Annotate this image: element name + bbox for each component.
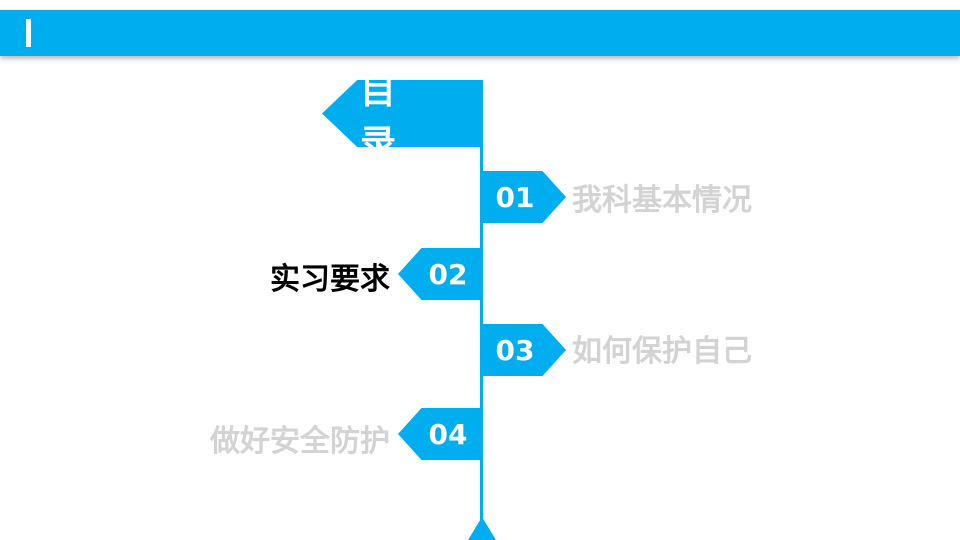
timeline-line [480, 80, 483, 525]
toc-number-02: 02 [428, 257, 468, 291]
header-accent-mark [26, 19, 31, 47]
toc-number-01: 01 [495, 180, 535, 214]
timeline-arrow-icon [468, 517, 496, 540]
toc-item-01-label[interactable]: 我科基本情况 [572, 183, 752, 218]
header-bar [0, 10, 960, 56]
title-tag [322, 80, 482, 147]
page-title: 目 录 [360, 71, 407, 164]
toc-item-03-label[interactable]: 如何保护自己 [572, 334, 752, 369]
toc-number-04: 04 [428, 417, 468, 451]
toc-number-03: 03 [495, 333, 535, 367]
toc-item-04-label[interactable]: 做好安全防护 [210, 424, 390, 459]
toc-item-02-label[interactable]: 实习要求 [270, 262, 390, 297]
